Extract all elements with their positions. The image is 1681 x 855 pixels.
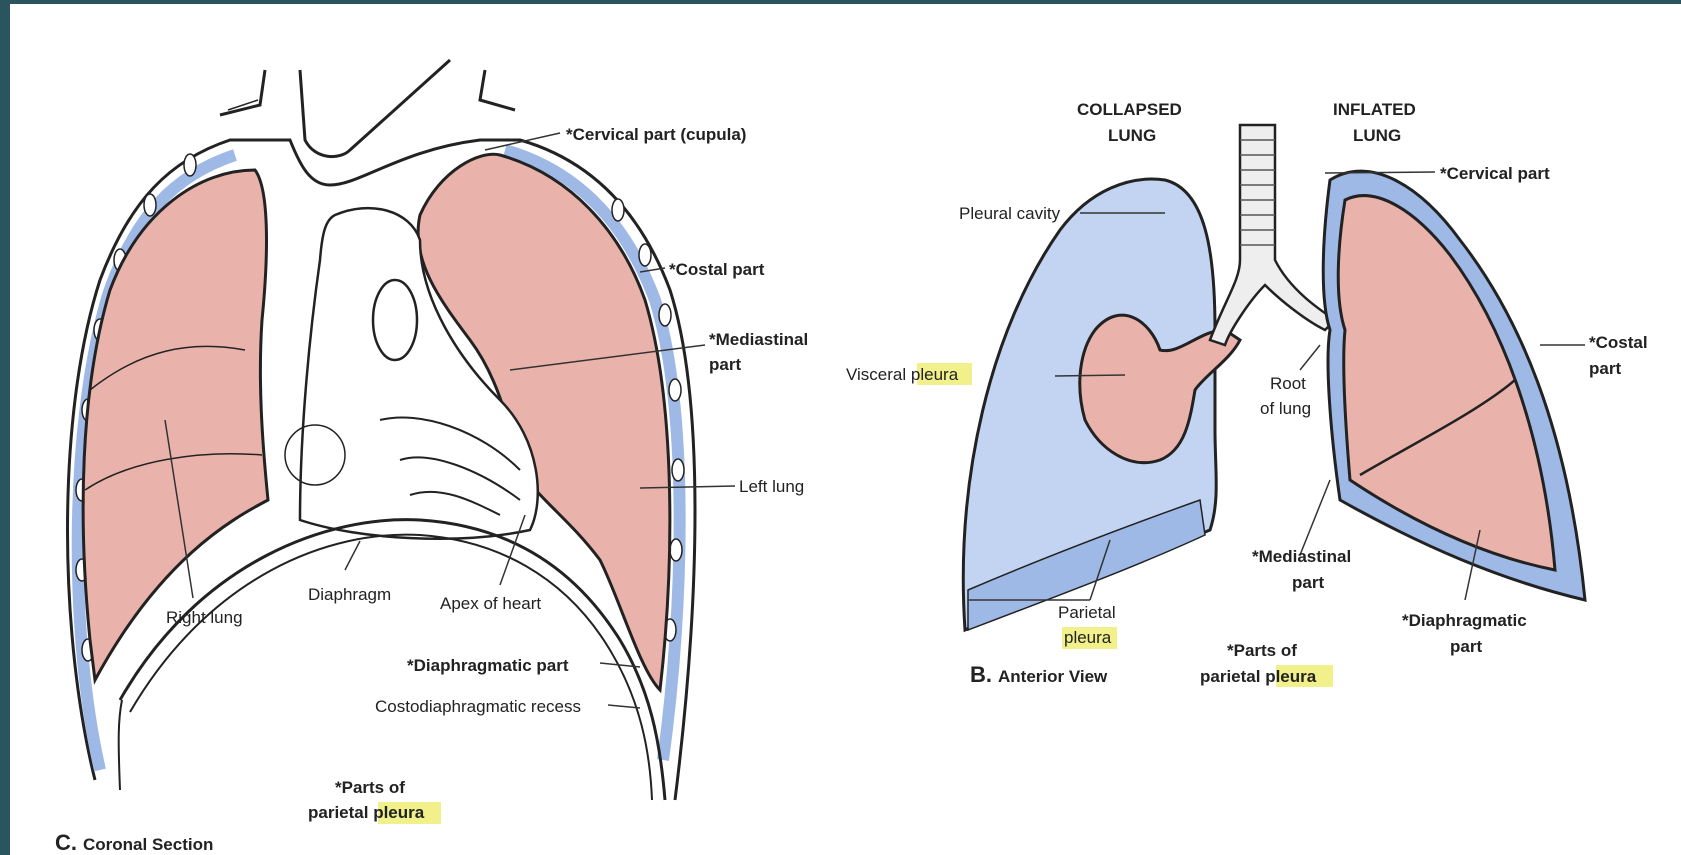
label-left-lung: Left lung [739, 477, 804, 496]
label-visceral-pleura: Visceral pleura [846, 365, 959, 384]
label-cervical-part: *Cervical part [1440, 164, 1550, 183]
label-costodiaphragmatic-recess: Costodiaphragmatic recess [375, 697, 581, 716]
label-right-lung: Right lung [166, 608, 243, 627]
label-diaphragmatic-2: part [1450, 637, 1482, 656]
label-pleural-cavity: Pleural cavity [959, 204, 1061, 223]
label-inflated-1: INFLATED [1333, 100, 1416, 119]
label-costal-1: *Costal [1589, 333, 1648, 352]
label-collapsed-2: LUNG [1108, 126, 1156, 145]
label-apex-of-heart: Apex of heart [440, 594, 541, 613]
label-costal-part: *Costal part [669, 260, 765, 279]
caption-anterior: B.Anterior View [970, 662, 1108, 687]
label-root-1: Root [1270, 374, 1306, 393]
coronal-section-illustration [68, 60, 696, 800]
label-diaphragmatic-part: *Diaphragmatic part [407, 656, 569, 675]
label-diaphragm: Diaphragm [308, 585, 391, 604]
label-collapsed-1: COLLAPSED [1077, 100, 1182, 119]
label-cervical-cupula: *Cervical part (cupula) [566, 125, 746, 144]
caption-coronal: C.Coronal Section [55, 830, 213, 855]
label-mediastinal-1: *Mediastinal [1252, 547, 1351, 566]
label-parts-of-2: parietal pleura [308, 803, 425, 822]
label-parietal-2: pleura [1064, 628, 1112, 647]
label-costal-2: part [1589, 359, 1621, 378]
label-anterior-parts-1: *Parts of [1227, 641, 1297, 660]
label-diaphragmatic-1: *Diaphragmatic [1402, 611, 1527, 630]
label-mediastinal-part-1: *Mediastinal [709, 330, 808, 349]
label-parietal-1: Parietal [1058, 603, 1116, 622]
label-parts-of-1: *Parts of [335, 778, 405, 797]
label-root-2: of lung [1260, 399, 1311, 418]
label-anterior-parts-2: parietal pleura [1200, 667, 1317, 686]
label-inflated-2: LUNG [1353, 126, 1401, 145]
label-mediastinal-part-2: part [709, 355, 741, 374]
label-mediastinal-2: part [1292, 573, 1324, 592]
